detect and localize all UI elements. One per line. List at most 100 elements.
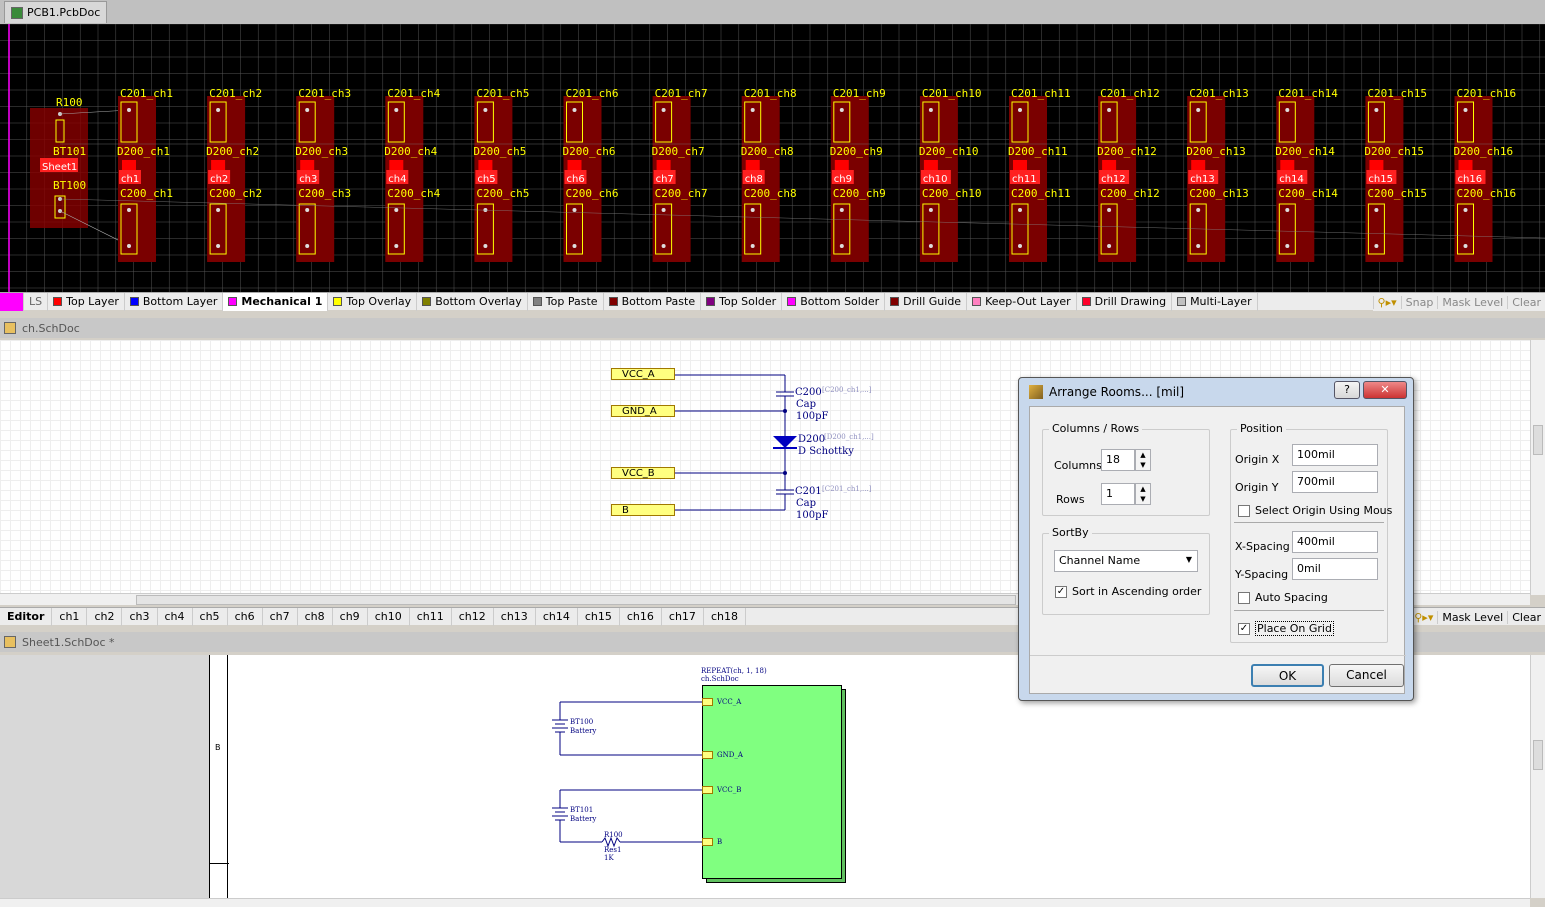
tab-ch10[interactable]: ch10 [368, 607, 410, 626]
sheet-entry-vcc-b[interactable]: VCC_B [702, 786, 741, 794]
dialog-titlebar[interactable]: Arrange Rooms... [mil] [1019, 378, 1413, 406]
r100-label[interactable]: R100 [56, 96, 83, 109]
origin-y-input[interactable]: 700mil [1292, 471, 1378, 493]
tab-ch8[interactable]: ch8 [298, 607, 333, 626]
tab-ch17[interactable]: ch17 [662, 607, 704, 626]
ok-button[interactable]: OK [1251, 664, 1324, 687]
sort-ascending-checkbox[interactable]: ✓ Sort in Ascending order [1055, 585, 1201, 598]
ch-doc-title[interactable]: ch.SchDoc [22, 321, 80, 335]
current-layer-swatch[interactable] [0, 292, 24, 311]
sheet1-room-tag[interactable] [40, 158, 78, 172]
mask-level-button[interactable]: Mask Level [1437, 610, 1507, 624]
layer-tab-drill-drawing[interactable]: Drill Drawing [1077, 292, 1173, 311]
net-port-vcc-a[interactable]: VCC_A [611, 368, 675, 380]
tab-ch14[interactable]: ch14 [536, 607, 578, 626]
mask-level-button[interactable]: Mask Level [1437, 295, 1507, 309]
layer-tab-top-overlay[interactable]: Top Overlay [328, 292, 418, 311]
layer-tab-bottom-solder[interactable]: Bottom Solder [782, 292, 886, 311]
rows-input[interactable]: 1 [1101, 483, 1135, 505]
tab-ch3[interactable]: ch3 [122, 607, 158, 626]
tab-ch18[interactable]: ch18 [704, 607, 746, 626]
ch-vscrollbar[interactable] [1530, 340, 1545, 595]
bt101-label[interactable]: BT101 [53, 145, 86, 158]
sheet-entry-b[interactable]: B [702, 838, 722, 846]
close-button[interactable]: ✕ [1363, 381, 1407, 399]
sortby-select[interactable]: Channel Name ▼ [1054, 550, 1198, 572]
columns-input[interactable]: 18 [1101, 449, 1135, 471]
bt100-designator[interactable]: BT100 [570, 718, 594, 726]
tab-ch12[interactable]: ch12 [452, 607, 494, 626]
tab-ch16[interactable]: ch16 [620, 607, 662, 626]
layer-tab-top-solder[interactable]: Top Solder [701, 292, 783, 311]
sheet-doc-title[interactable]: Sheet1.SchDoc * [22, 635, 115, 649]
sheet-hscrollbar[interactable] [0, 898, 1530, 907]
net-port-gnd-a[interactable]: GND_A [611, 405, 675, 417]
clear-button[interactable]: Clear [1507, 610, 1545, 624]
sheet-symbol-ch[interactable] [702, 685, 842, 879]
layer-tab-bottom-layer[interactable]: Bottom Layer [125, 292, 224, 311]
snap-button[interactable]: Snap [1400, 295, 1438, 309]
layer-tab-drill-guide[interactable]: Drill Guide [885, 292, 968, 311]
r100-designator[interactable]: R100 [604, 831, 623, 839]
tab-ch11[interactable]: ch11 [410, 607, 452, 626]
tab-ch15[interactable]: ch15 [578, 607, 620, 626]
clear-button[interactable]: Clear [1507, 295, 1545, 309]
tab-ch6[interactable]: ch6 [228, 607, 263, 626]
layer-tab-mechanical-1[interactable]: Mechanical 1 [223, 292, 329, 311]
layer-tab-bottom-paste[interactable]: Bottom Paste [604, 292, 702, 311]
origin-x-input[interactable]: 100mil [1292, 444, 1378, 466]
tab-ch1[interactable]: ch1 [52, 607, 88, 626]
help-button[interactable]: ? [1334, 381, 1360, 399]
bt101-designator[interactable]: BT101 [570, 806, 594, 814]
net-port-b[interactable]: B [611, 504, 675, 516]
place-on-grid-checkbox[interactable]: ✓ Place On Grid [1238, 621, 1334, 636]
c201-designator[interactable]: C201 [795, 486, 822, 497]
sheet-entry-vcc-a[interactable]: VCC_A [702, 698, 741, 706]
layer-tab-top-layer[interactable]: Top Layer [48, 292, 125, 311]
tab-ch7[interactable]: ch7 [263, 607, 298, 626]
tab-ch13[interactable]: ch13 [494, 607, 536, 626]
cancel-button[interactable]: Cancel [1329, 664, 1404, 687]
ls-button[interactable]: LS [24, 292, 49, 311]
tab-ch9[interactable]: ch9 [333, 607, 368, 626]
sheet-vscrollbar[interactable] [1530, 655, 1545, 898]
layer-tab-top-paste[interactable]: Top Paste [528, 292, 604, 311]
layer-tab-keep-out-layer[interactable]: Keep-Out Layer [967, 292, 1077, 311]
filter-icon[interactable]: ⚲▸▾ [1372, 295, 1401, 309]
tab-editor[interactable]: Editor [0, 607, 53, 626]
tab-ch5[interactable]: ch5 [193, 607, 228, 626]
bt100-label[interactable]: BT100 [53, 179, 86, 192]
rows-spinner[interactable]: ▲▼ [1135, 483, 1151, 505]
tab-ch4[interactable]: ch4 [158, 607, 193, 626]
select-origin-checkbox[interactable]: Select Origin Using Mous [1238, 504, 1392, 517]
columns-spinner[interactable]: ▲▼ [1135, 449, 1151, 471]
c200-designator[interactable]: C200 [795, 387, 822, 398]
d200-designator[interactable]: D200 [798, 434, 826, 445]
layer-tab-multi-layer[interactable]: Multi-Layer [1172, 292, 1258, 311]
layer-tab-bottom-overlay[interactable]: Bottom Overlay [417, 292, 528, 311]
y-spacing-input[interactable]: 0mil [1292, 558, 1378, 580]
auto-spacing-checkbox[interactable]: Auto Spacing [1238, 591, 1328, 604]
x-spacing-input[interactable]: 400mil [1292, 531, 1378, 553]
net-port-vcc-b[interactable]: VCC_B [611, 467, 675, 479]
sheet-entry-gnd-a[interactable]: GND_A [702, 751, 743, 759]
tab-ch2[interactable]: ch2 [87, 607, 123, 626]
pcb-doc-tab[interactable]: PCB1.PcbDoc [4, 1, 108, 23]
